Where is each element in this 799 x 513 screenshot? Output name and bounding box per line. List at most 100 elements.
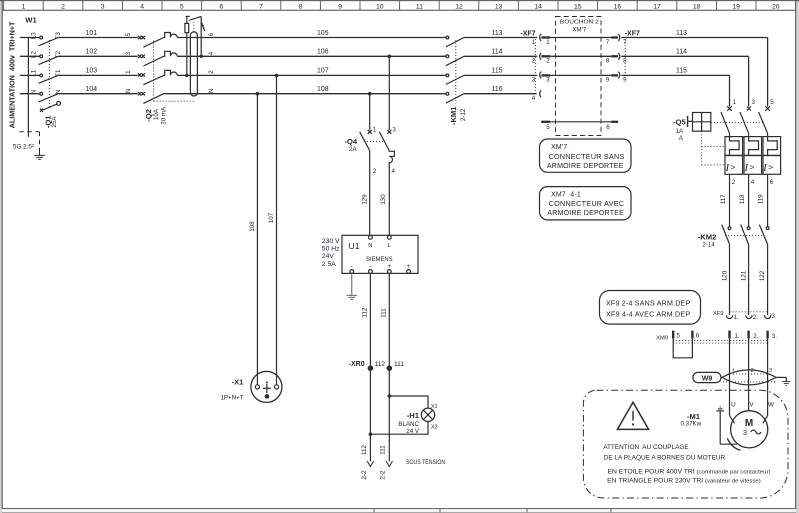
svg-text:3.: 3. [772, 333, 777, 340]
svg-text:-H1: -H1 [407, 411, 420, 420]
svg-text:1: 1 [125, 70, 132, 74]
svg-text:-XF7: -XF7 [520, 30, 535, 37]
svg-text:112: 112 [362, 307, 369, 317]
svg-text:XF9: XF9 [713, 311, 724, 317]
svg-text:6: 6 [770, 179, 774, 186]
svg-text:XF9 2-4 SANS ARM.DEP: XF9 2-4 SANS ARM.DEP [606, 300, 691, 307]
svg-text:+: + [387, 263, 391, 270]
svg-text:X1: X1 [431, 404, 438, 410]
svg-text:7: 7 [606, 39, 610, 46]
svg-text:V: V [749, 401, 754, 408]
svg-text:3: 3 [392, 127, 396, 134]
svg-text:3: 3 [532, 76, 536, 83]
svg-text:113: 113 [492, 30, 503, 37]
svg-text:1: 1 [22, 3, 26, 10]
svg-text:6: 6 [220, 3, 224, 10]
svg-text:12: 12 [455, 3, 463, 10]
svg-text:6: 6 [606, 124, 610, 131]
svg-text:W: W [768, 401, 774, 408]
svg-text:105: 105 [317, 30, 329, 37]
svg-text:122: 122 [759, 270, 766, 281]
svg-text:ALIMENTATION 400v TRI+N+T: ALIMENTATION 400v TRI+N+T [8, 21, 17, 128]
svg-text:W1: W1 [25, 16, 37, 25]
svg-text:L: L [388, 243, 392, 249]
svg-text:112: 112 [375, 361, 386, 368]
svg-text:5: 5 [180, 3, 184, 10]
svg-text:I: I [725, 162, 731, 174]
svg-text:-KM2: -KM2 [698, 233, 717, 242]
svg-text:1: 1 [732, 368, 735, 374]
svg-text:CONNECTEUR SANS: CONNECTEUR SANS [549, 154, 625, 161]
svg-text:U: U [731, 401, 735, 408]
svg-text:N: N [31, 90, 38, 94]
svg-text:114: 114 [492, 49, 503, 56]
svg-text:116: 116 [492, 86, 503, 93]
svg-text:7: 7 [259, 3, 263, 10]
svg-text:8: 8 [623, 58, 627, 65]
svg-text:24V: 24V [322, 253, 335, 260]
svg-text:XF9 4-4 AVEC ARM.DEP: XF9 4-4 AVEC ARM.DEP [606, 312, 691, 319]
svg-text:SOUS TENSION: SOUS TENSION [406, 459, 446, 466]
svg-text:3: 3 [769, 368, 772, 374]
svg-text:2: 2 [732, 179, 736, 186]
svg-text:20: 20 [772, 3, 780, 10]
svg-text:N: N [55, 90, 62, 94]
svg-text:1.: 1. [735, 333, 740, 340]
svg-text:117: 117 [720, 194, 727, 204]
svg-text:111: 111 [394, 361, 404, 368]
svg-text:2-14: 2-14 [702, 242, 715, 249]
svg-text:BLANC: BLANC [398, 421, 419, 428]
svg-text:EN ETOILE POUR 400V TRI (comma: EN ETOILE POUR 400V TRI (commande par co… [608, 469, 771, 476]
svg-text:-XR0: -XR0 [349, 361, 365, 368]
svg-text:4: 4 [751, 179, 755, 186]
svg-text:3: 3 [771, 313, 775, 320]
svg-text:111: 111 [380, 445, 387, 455]
svg-text:-Q2: -Q2 [144, 109, 153, 122]
svg-text:129: 129 [361, 194, 368, 205]
svg-text:2: 2 [373, 168, 377, 175]
svg-text:I: I [743, 162, 749, 174]
svg-text:112: 112 [361, 445, 368, 455]
svg-text:7: 7 [623, 39, 627, 46]
svg-text:XM'7: XM'7 [572, 27, 587, 34]
svg-text:-Q1: -Q1 [43, 115, 52, 128]
svg-text:-Q4: -Q4 [345, 137, 358, 146]
svg-text:115: 115 [676, 67, 687, 74]
svg-text:121: 121 [740, 270, 747, 281]
svg-text:19: 19 [732, 3, 740, 10]
svg-text:111: 111 [381, 308, 388, 318]
svg-text:-Q5: -Q5 [673, 117, 686, 126]
svg-text:A: A [679, 135, 684, 142]
svg-text:230 V: 230 V [322, 238, 340, 245]
svg-text:ATTENTION AU COUPLAGE: ATTENTION AU COUPLAGE [603, 444, 689, 451]
svg-text:X2: X2 [431, 424, 438, 430]
svg-text:24 V: 24 V [406, 428, 420, 435]
svg-text:-: - [351, 263, 353, 270]
svg-text:14: 14 [534, 3, 542, 10]
svg-text:1: 1 [546, 39, 550, 46]
svg-text:BOUCHON 2: BOUCHON 2 [560, 20, 599, 26]
svg-text:16: 16 [614, 3, 622, 10]
svg-text:-KM1: -KM1 [449, 106, 458, 125]
svg-text:9: 9 [623, 76, 627, 83]
svg-text:15: 15 [574, 3, 582, 10]
svg-text:>: > [731, 162, 736, 172]
svg-text:+: + [407, 263, 411, 270]
svg-text:5: 5 [677, 332, 681, 339]
svg-text:L3: L3 [31, 32, 38, 39]
svg-text:30 mA: 30 mA [161, 106, 168, 125]
svg-text:N: N [208, 89, 215, 93]
svg-text:-XF7: -XF7 [625, 31, 640, 38]
svg-text:XM'7: XM'7 [551, 144, 568, 151]
svg-text:ARMOIRE DEPORTEE: ARMOIRE DEPORTEE [547, 163, 624, 170]
svg-text:2-2: 2-2 [361, 470, 368, 480]
svg-text:108: 108 [317, 86, 329, 93]
svg-text:8: 8 [299, 3, 303, 10]
svg-text:XM7 4-1: XM7 4-1 [551, 192, 581, 199]
svg-text:130: 130 [380, 194, 387, 205]
svg-text:2: 2 [546, 58, 550, 65]
svg-text:18: 18 [693, 3, 701, 10]
svg-text:5: 5 [125, 32, 132, 36]
svg-text:L2: L2 [31, 51, 38, 58]
svg-text:103: 103 [86, 67, 98, 74]
